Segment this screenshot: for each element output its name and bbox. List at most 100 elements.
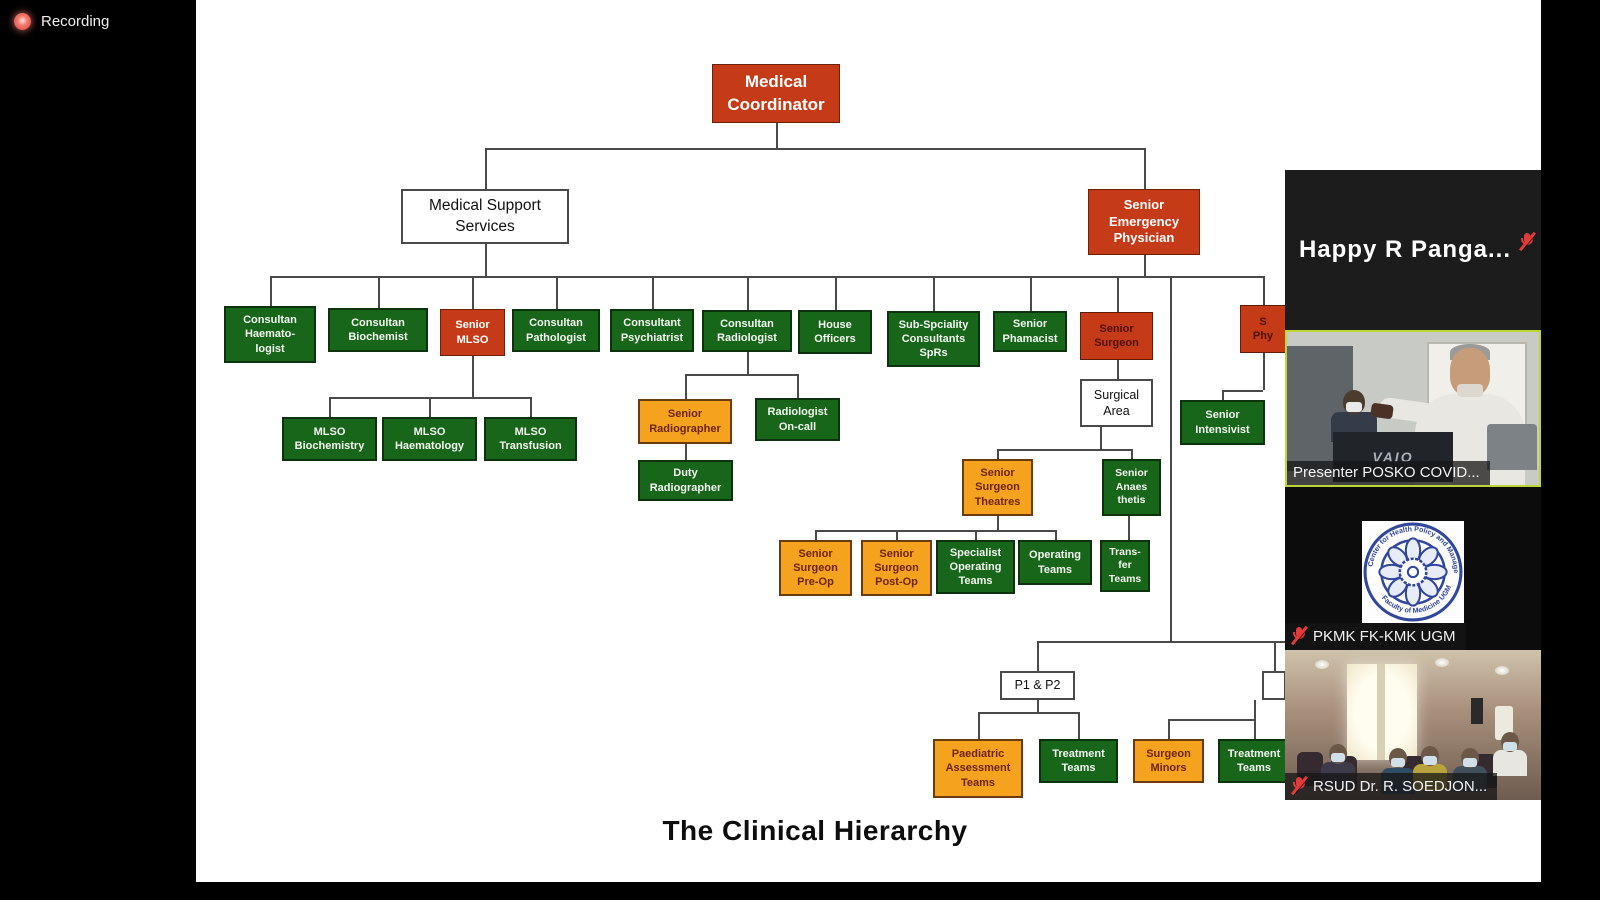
connector-line xyxy=(530,397,532,417)
connector-line xyxy=(685,444,687,460)
connector-line xyxy=(685,374,797,376)
org-node-duty-radiographer: Duty Radiographer xyxy=(638,460,733,501)
org-node-senior-anaes-thetis: Senior Anaes thetis xyxy=(1102,459,1161,516)
org-node-medical-coordinator: Medical Coordinator xyxy=(712,64,840,123)
org-node-senior-surgeon-theatres: Senior Surgeon Theatres xyxy=(962,459,1033,516)
face-mask xyxy=(1331,753,1345,762)
org-node-mlso-haematology: MLSO Haematology xyxy=(382,417,477,461)
connector-line xyxy=(652,276,654,309)
connector-line xyxy=(978,712,1078,714)
org-node-senior-emergency-physician: Senior Emergency Physician xyxy=(1088,189,1200,255)
connector-line xyxy=(896,530,898,540)
connector-line xyxy=(797,374,799,398)
connector-line xyxy=(747,352,749,374)
slide-title: The Clinical Hierarchy xyxy=(662,815,968,846)
connector-line xyxy=(472,356,474,397)
org-node-consultant-psychiatrist: Consultant Psychiatrist xyxy=(610,309,694,352)
participant-name: Presenter POSKO COVID... xyxy=(1293,464,1480,481)
participant-tile-rsud[interactable]: RSUD Dr. R. SOEDJON... xyxy=(1285,650,1541,800)
connector-line xyxy=(835,276,837,310)
org-node-house-officers: House Officers xyxy=(798,310,872,354)
participant-name: RSUD Dr. R. SOEDJON... xyxy=(1313,777,1488,795)
face-mask xyxy=(1463,758,1477,767)
connector-line xyxy=(1131,449,1133,459)
connector-line xyxy=(1144,148,1146,189)
connector-line xyxy=(1170,276,1172,641)
muted-mic-icon xyxy=(1518,231,1537,252)
org-node-paediatric-assessment-teams: Paediatric Assessment Teams xyxy=(933,739,1023,798)
ceiling-light xyxy=(1315,660,1329,669)
muted-mic-icon xyxy=(1290,625,1309,646)
connector-line xyxy=(485,148,487,189)
org-node-senior-physician-partial: S Phy xyxy=(1240,305,1286,353)
org-node-mlso-transfusion: MLSO Transfusion xyxy=(484,417,577,461)
connector-line xyxy=(556,276,558,309)
org-node-treatment-teams-b: Treatment Teams xyxy=(1218,739,1290,783)
connector-line xyxy=(485,148,1146,150)
face-mask xyxy=(1457,384,1483,397)
participant-name: Happy R Panga... xyxy=(1298,236,1512,263)
org-node-radiologist-on-call: Radiologist On-call xyxy=(755,398,840,441)
org-node-transfer-teams: Trans- fer Teams xyxy=(1100,540,1150,592)
connector-line xyxy=(1117,276,1119,312)
pkmk-logo: Center for Health Policy and Management … xyxy=(1359,515,1464,623)
right-letterbox xyxy=(1541,0,1600,900)
org-node-surgeon-minors: Surgeon Minors xyxy=(1133,739,1204,783)
connector-line xyxy=(685,374,687,399)
connector-line xyxy=(1263,353,1265,390)
connector-line xyxy=(1222,390,1263,392)
connector-line xyxy=(1254,719,1256,739)
org-node-specialist-operating-teams: Specialist Operating Teams xyxy=(936,540,1015,594)
connector-line xyxy=(747,276,749,310)
org-node-senior-radiographer: Senior Radiographer xyxy=(638,399,732,444)
connector-line xyxy=(1037,641,1039,671)
face-mask xyxy=(1346,402,1362,412)
connector-line xyxy=(997,449,999,459)
air-conditioner xyxy=(1495,706,1513,740)
ceiling-light xyxy=(1495,666,1509,675)
org-node-senior-surgeon: Senior Surgeon xyxy=(1080,312,1153,360)
connector-line xyxy=(485,244,487,276)
face-mask xyxy=(1391,758,1405,767)
org-node-p-partial xyxy=(1262,671,1286,700)
connector-line xyxy=(975,530,977,540)
connector-line xyxy=(429,397,431,417)
recording-indicator: Recording xyxy=(14,13,109,30)
org-node-surgical-area: Surgical Area xyxy=(1080,379,1153,427)
presenter-hand-object xyxy=(1370,402,1394,420)
org-node-consultan-biochemist: Consultan Biochemist xyxy=(328,308,428,352)
connector-line xyxy=(997,516,999,530)
org-node-senior-surgeon-pre-op: Senior Surgeon Pre-Op xyxy=(779,540,852,596)
connector-line xyxy=(1168,719,1170,739)
participant-label: PKMK FK-KMK UGM xyxy=(1285,623,1466,650)
connector-line xyxy=(378,276,380,308)
org-node-p1-p2: P1 & P2 xyxy=(1000,671,1075,700)
muted-mic-icon xyxy=(1290,775,1309,796)
laptop xyxy=(1487,424,1537,470)
connector-line xyxy=(815,530,817,540)
person xyxy=(1493,750,1527,776)
participant-name: PKMK FK-KMK UGM xyxy=(1313,627,1456,645)
connector-line xyxy=(329,397,331,417)
connector-line xyxy=(1144,255,1146,276)
org-node-senior-intensivist: Senior Intensivist xyxy=(1180,400,1265,445)
org-node-consultan-haematologist: Consultan Haemato- logist xyxy=(224,306,316,363)
pkmk-seal-icon: Center for Health Policy and Management … xyxy=(1359,515,1463,622)
recording-label: Recording xyxy=(41,13,110,30)
bottom-letterbox xyxy=(0,882,1600,900)
org-node-operating-teams: Operating Teams xyxy=(1018,540,1092,585)
curtain xyxy=(1377,664,1385,760)
connector-line xyxy=(1100,427,1102,449)
connector-line xyxy=(1168,719,1254,721)
participant-label: Presenter POSKO COVID... xyxy=(1287,461,1490,485)
participant-tile-presenter[interactable]: VAIO Presenter POSKO COVID... xyxy=(1285,330,1541,487)
org-node-senior-mlso: Senior MLSO xyxy=(440,309,505,356)
participant-tile-pkmk[interactable]: Center for Health Policy and Management … xyxy=(1285,487,1541,650)
connector-line xyxy=(1117,360,1119,379)
participants-panel: Happy R Panga... VAIO Presenter POSKO CO… xyxy=(1285,170,1541,800)
connector-line xyxy=(1254,700,1256,719)
connector-line xyxy=(472,276,474,309)
participant-tile-happy[interactable]: Happy R Panga... xyxy=(1285,170,1541,330)
connector-line xyxy=(1030,276,1032,311)
